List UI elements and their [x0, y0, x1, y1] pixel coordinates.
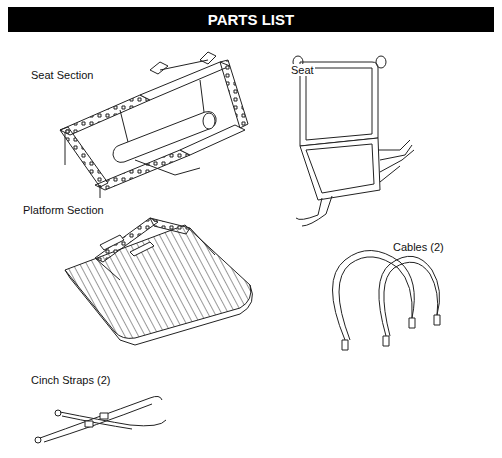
part-name: Cinch Straps (2) [30, 374, 111, 386]
part-name: Seat Section [30, 69, 94, 81]
part-name: Platform Section [22, 204, 105, 216]
cinch-straps-drawing [35, 396, 166, 443]
part-name: Cables (2) [392, 241, 445, 253]
platform-section-drawing [65, 218, 252, 345]
cables-drawing [333, 250, 441, 350]
title-text: PARTS LIST [208, 11, 294, 28]
part-name: Seat [290, 64, 315, 76]
seat-drawing [293, 56, 414, 226]
